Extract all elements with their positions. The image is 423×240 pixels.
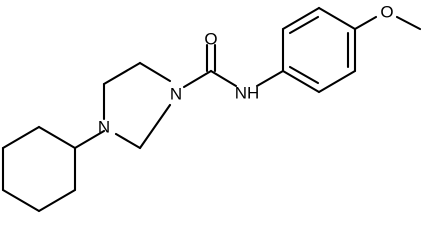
- methoxyphenyl-ring: [281, 6, 357, 94]
- bond: [102, 61, 142, 86]
- methyl-bond: [395, 15, 422, 31]
- bond: [317, 6, 357, 31]
- cyclohexyl-n-bond: [73, 129, 106, 150]
- bond: [138, 61, 172, 83]
- bond: [281, 6, 321, 31]
- bond: [209, 69, 238, 88]
- bond: [182, 69, 213, 89]
- bond: [255, 69, 285, 88]
- atom-labels: O NH N N O: [98, 3, 394, 137]
- aromatic-inner-bond: [288, 65, 320, 85]
- bond: [37, 125, 77, 150]
- piperazine-ring: [102, 61, 172, 150]
- aryl-ether-bond: [353, 15, 378, 31]
- bond: [1, 188, 41, 213]
- structure-diagram: O NH N N O: [1, 3, 422, 213]
- bond: [37, 188, 77, 213]
- bond: [317, 69, 357, 94]
- piperazine-n1-label: N: [170, 85, 182, 104]
- carbonyl-oxygen-label: O: [204, 30, 217, 49]
- bond: [114, 132, 142, 150]
- piperazine-n4-label: N: [98, 118, 110, 137]
- aromatic-inner-bond: [288, 15, 320, 35]
- cyclohexyl-ring: [1, 125, 77, 213]
- carboxamide: [182, 43, 285, 89]
- amide-nh-label: NH: [235, 84, 260, 103]
- methoxy-oxygen-label: O: [380, 3, 393, 22]
- bond: [1, 125, 41, 150]
- bond: [281, 69, 321, 94]
- bond: [138, 103, 172, 150]
